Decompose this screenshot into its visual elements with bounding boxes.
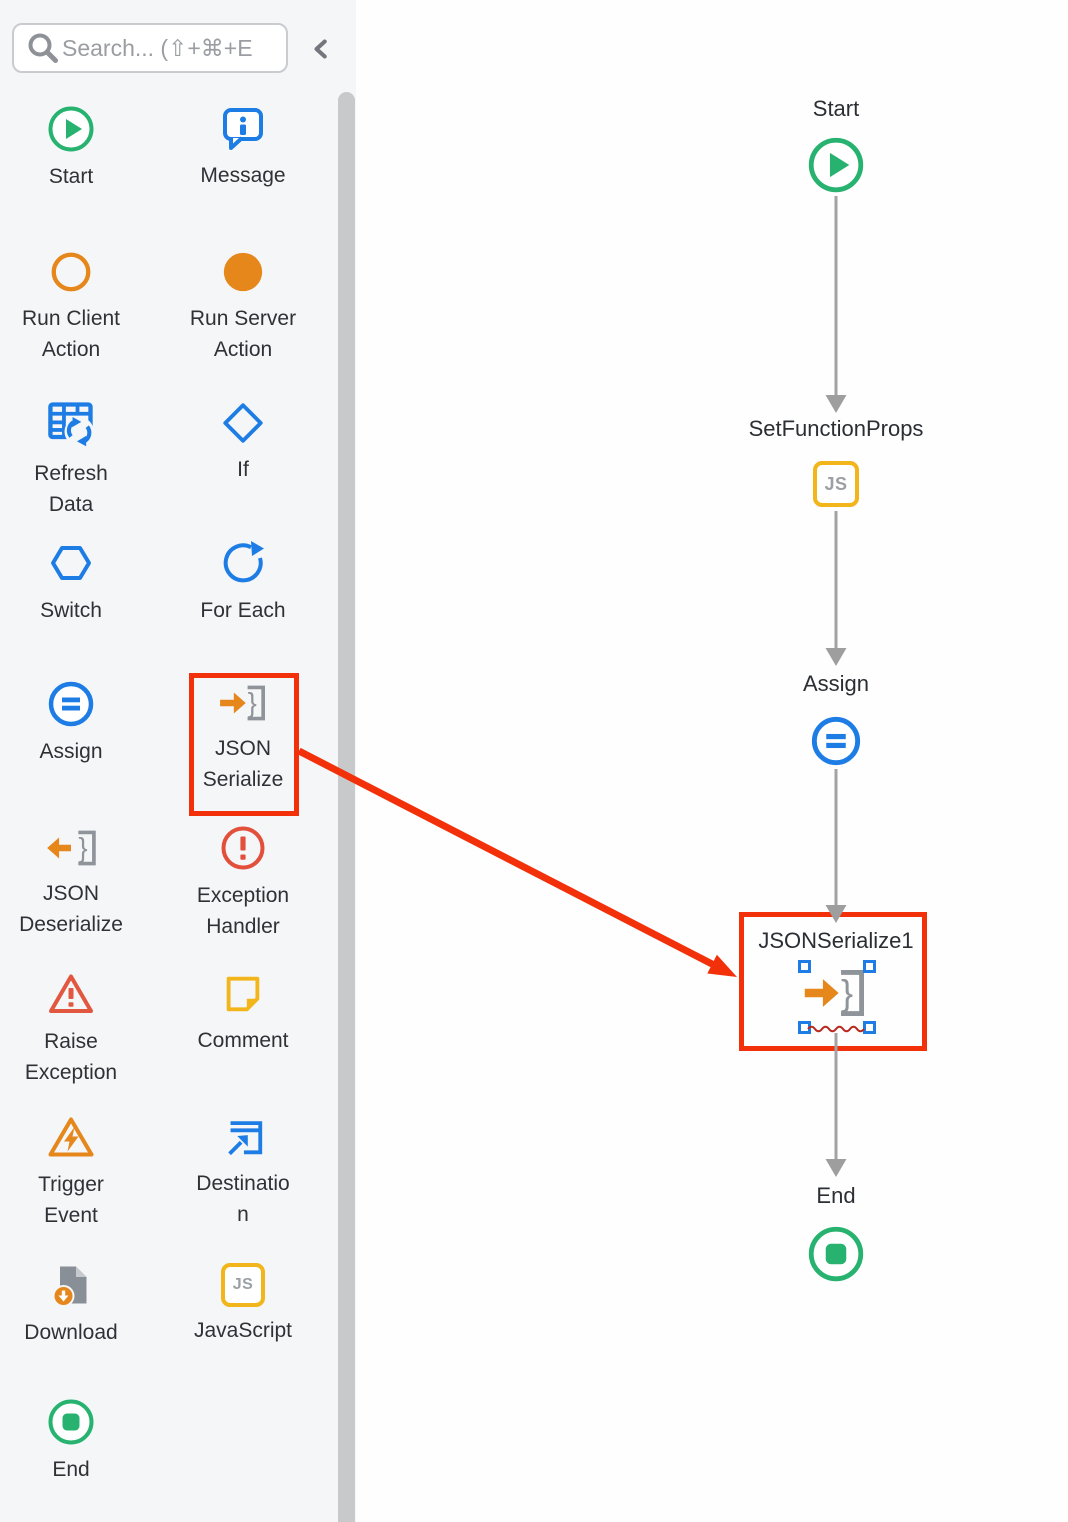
tool-json-deserialize[interactable]: } JSON Deserialize xyxy=(0,826,146,940)
svg-text:}: } xyxy=(78,832,87,863)
canvas-json-serialize-node[interactable]: } xyxy=(801,964,869,1022)
tool-label: Switch xyxy=(40,599,102,622)
canvas-end-node[interactable] xyxy=(807,1225,865,1283)
selection-handle-top-left[interactable] xyxy=(798,960,811,973)
tool-comment[interactable]: Comment xyxy=(168,971,318,1056)
comment-icon xyxy=(226,976,260,1012)
tool-download[interactable]: Download xyxy=(0,1261,146,1348)
switch-icon xyxy=(51,546,91,580)
tool-trigger-event[interactable]: Trigger Event xyxy=(0,1113,146,1231)
tool-end[interactable]: End xyxy=(0,1398,146,1485)
tool-raise-exception[interactable]: Raise Exception xyxy=(0,970,146,1088)
node-label-end: End xyxy=(816,1183,856,1208)
tool-message[interactable]: Message xyxy=(168,104,318,191)
start-icon xyxy=(48,106,94,152)
collapse-sidebar-button[interactable] xyxy=(306,34,336,64)
node-label-start: Start xyxy=(812,96,860,121)
message-icon xyxy=(223,108,263,150)
node-label-assign: Assign xyxy=(802,671,870,696)
tool-label: Exception Handler xyxy=(196,884,290,938)
selection-handle-bottom-right[interactable] xyxy=(863,1021,876,1034)
annotation-arrow xyxy=(297,747,737,977)
chevron-left-icon xyxy=(314,39,327,59)
tool-json-serialize[interactable]: } JSON Serialize xyxy=(168,681,318,795)
trigger-event-icon xyxy=(48,1117,94,1157)
connector-setfunctionprops-to-assign xyxy=(825,511,847,666)
exception-handler-icon xyxy=(221,826,265,870)
annotation-highlight-json-serialize-tool xyxy=(189,673,299,816)
search-input[interactable] xyxy=(60,33,278,63)
tool-exception-handler[interactable]: Exception Handler xyxy=(168,824,318,942)
refresh-data-icon xyxy=(48,402,94,447)
tool-label: Comment xyxy=(197,1029,289,1052)
for-each-icon xyxy=(223,541,264,583)
tool-label: Assign xyxy=(39,740,103,763)
tool-label: Run Client Action xyxy=(21,307,121,361)
connector-start-to-setfunctionprops xyxy=(825,196,847,413)
tool-label: Destinatio n xyxy=(196,1172,290,1226)
toolbox-search xyxy=(12,23,288,73)
run-server-action-icon xyxy=(223,252,263,292)
tool-run-client-action[interactable]: Run Client Action xyxy=(0,249,146,365)
node-label-jsonserialize1: JSONSerialize1 xyxy=(758,928,914,953)
canvas-start-node[interactable] xyxy=(807,136,865,194)
canvas-assign-node[interactable] xyxy=(810,715,862,767)
tool-run-server-action[interactable]: Run Server Action xyxy=(168,249,318,365)
search-icon xyxy=(28,33,58,63)
tool-start[interactable]: Start xyxy=(0,105,146,192)
if-icon xyxy=(223,403,263,443)
tool-if[interactable]: If xyxy=(168,400,318,485)
error-squiggle-underline xyxy=(807,1025,865,1033)
tool-label: Raise Exception xyxy=(24,1030,118,1084)
node-label-setfunctionprops: SetFunctionProps xyxy=(748,416,924,441)
json-serialize-icon: } xyxy=(220,685,265,721)
tool-for-each[interactable]: For Each xyxy=(168,539,318,626)
tool-label: JSON Deserialize xyxy=(19,882,123,936)
download-icon xyxy=(52,1266,87,1307)
connector-jsonserialize1-to-end xyxy=(825,1033,847,1177)
json-deserialize-icon: } xyxy=(47,830,96,866)
sidebar-scrollbar-thumb[interactable] xyxy=(338,92,355,1522)
connector-assign-to-jsonserialize1 xyxy=(825,769,847,923)
tool-label: Download xyxy=(24,1321,118,1344)
tool-refresh-data[interactable]: Refresh Data xyxy=(0,398,146,520)
canvas-javascript-node[interactable]: JS xyxy=(813,461,859,507)
tool-label: JavaScript xyxy=(193,1319,293,1342)
tool-assign[interactable]: Assign xyxy=(0,680,146,767)
assign-icon xyxy=(48,681,94,727)
tool-label: JSON Serialize xyxy=(202,737,284,791)
tool-label: Message xyxy=(200,164,286,187)
tool-label: Start xyxy=(48,165,94,188)
destination-icon xyxy=(228,1121,263,1156)
tool-label: For Each xyxy=(200,599,286,622)
raise-exception-icon xyxy=(49,974,93,1013)
tool-label: Refresh Data xyxy=(34,462,108,516)
js-badge: JS xyxy=(824,473,848,494)
svg-text:}: } xyxy=(841,972,853,1013)
end-icon xyxy=(48,1399,94,1445)
javascript-icon: JS xyxy=(221,1263,265,1307)
tool-label: Run Server Action xyxy=(189,307,297,361)
run-client-action-icon xyxy=(51,252,91,292)
selection-handle-top-right[interactable] xyxy=(863,960,876,973)
tool-label: If xyxy=(237,458,249,481)
svg-text:}: } xyxy=(248,687,257,718)
tool-switch[interactable]: Switch xyxy=(0,539,146,626)
tool-destination[interactable]: Destinatio n xyxy=(168,1114,318,1230)
tool-javascript[interactable]: JS JavaScript xyxy=(168,1263,318,1346)
tool-label: End xyxy=(52,1458,90,1481)
tool-label: Trigger Event xyxy=(38,1173,104,1227)
